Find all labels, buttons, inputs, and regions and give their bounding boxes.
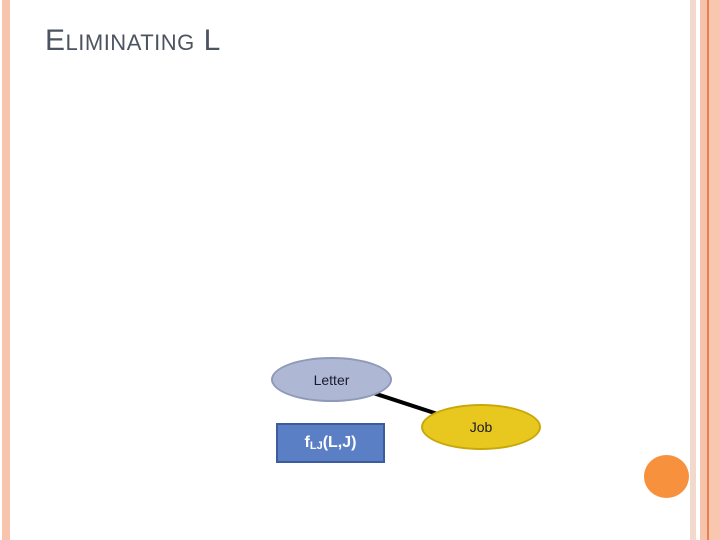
slide-title-variable-letter: L xyxy=(203,24,221,57)
left-accent-stripe xyxy=(2,0,10,540)
node-job[interactable]: Job xyxy=(421,404,541,450)
right-accent-stripe-inner xyxy=(709,0,720,540)
orange-bullet-circle xyxy=(644,455,689,498)
slide-title: ELIMINATING L xyxy=(45,24,221,58)
node-factor-subscript: LJ xyxy=(309,440,323,452)
slide-title-body: LIMINATING xyxy=(65,30,195,55)
slide-title-variable xyxy=(195,24,204,57)
node-factor-base: f xyxy=(304,434,310,451)
node-job-label: Job xyxy=(469,419,493,435)
right-accent-stripe-line xyxy=(707,0,709,540)
node-letter-label: Letter xyxy=(313,371,350,388)
slide-title-initial: E xyxy=(45,24,66,57)
node-factor-args: (L,J) xyxy=(322,434,357,451)
right-accent-stripe-mid xyxy=(700,0,707,540)
right-accent-stripe-outer xyxy=(690,0,696,540)
node-letter[interactable]: Letter xyxy=(271,357,392,402)
